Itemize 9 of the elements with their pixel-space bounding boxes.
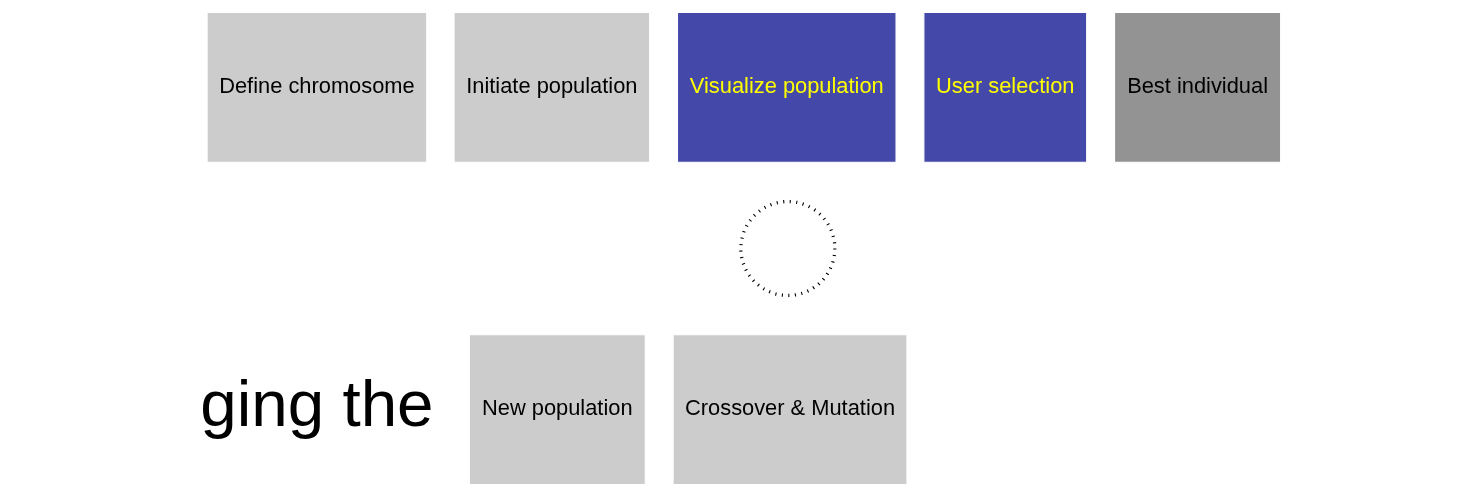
node-box: Visualize population: [676, 11, 897, 163]
node-box: User selection: [923, 11, 1088, 163]
node-box: Best individual: [1114, 11, 1282, 163]
node-box: Initiate population: [453, 11, 651, 163]
label: ging the: [200, 367, 434, 441]
node-circle: [739, 199, 837, 298]
node-box: New population: [468, 334, 646, 486]
node-box: Crossover & Mutation: [672, 334, 908, 486]
node-box: Define chromosome: [206, 11, 428, 163]
